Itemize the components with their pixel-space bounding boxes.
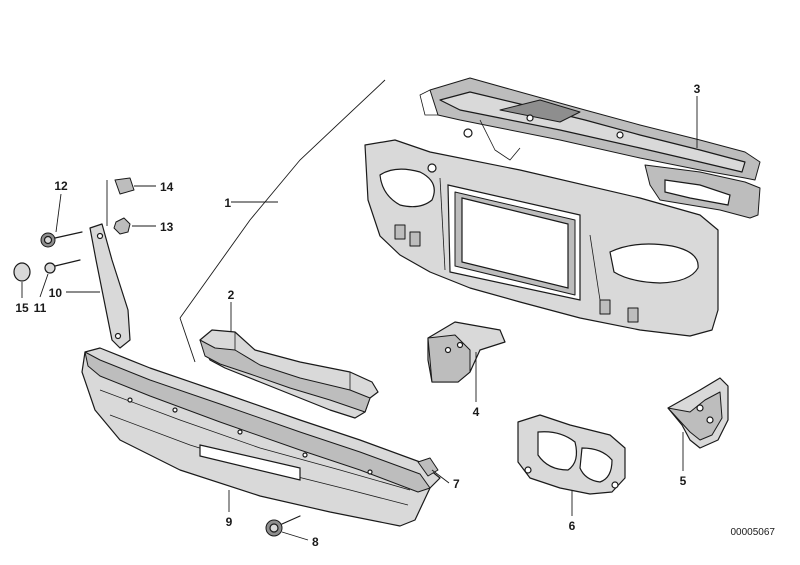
part-6-headlight-carrier xyxy=(517,414,626,495)
callout-5: 5 xyxy=(680,474,687,488)
callout-10: 10 xyxy=(49,286,63,300)
part-8-screw xyxy=(265,515,301,537)
callout-6: 6 xyxy=(569,519,576,533)
callout-15: 15 xyxy=(15,301,29,315)
part-15-grommet xyxy=(13,262,31,282)
part-2-cross-member xyxy=(199,329,379,419)
part-10-support-strip xyxy=(89,223,131,349)
part-3-upper-support xyxy=(419,77,761,219)
part-5-corner-bracket xyxy=(667,377,729,449)
part-11-screw xyxy=(44,259,81,274)
callout-4: 4 xyxy=(473,405,480,419)
document-number: 00005067 xyxy=(731,527,776,538)
part-1-front-panel xyxy=(364,139,719,337)
callout-2: 2 xyxy=(228,288,235,302)
part-7-clip xyxy=(417,457,439,477)
part-14-clip-nut xyxy=(114,177,135,195)
callout-8: 8 xyxy=(312,535,319,549)
leader-lines xyxy=(21,96,698,541)
part-12-screw xyxy=(40,231,83,248)
part-4-bracket xyxy=(427,321,506,383)
part-9-bumper-spoiler xyxy=(81,347,441,527)
part-13-nut xyxy=(113,217,131,235)
callout-1: 1 xyxy=(224,196,231,210)
callout-9: 9 xyxy=(226,515,233,529)
callout-14: 14 xyxy=(160,180,174,194)
callout-13: 13 xyxy=(160,220,174,234)
callout-11: 11 xyxy=(34,301,47,315)
assembly-bracket-line xyxy=(179,79,386,363)
callout-12: 12 xyxy=(54,179,68,193)
callout-3: 3 xyxy=(694,82,701,96)
callout-7: 7 xyxy=(453,477,460,491)
